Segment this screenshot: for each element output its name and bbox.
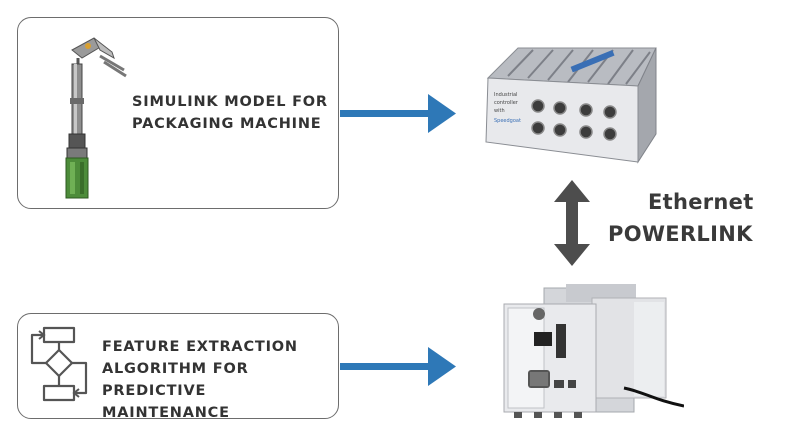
svg-text:Industrial: Industrial: [494, 92, 517, 98]
embedded-controller-image: Industrial controller with Speedgoat: [485, 47, 657, 164]
feature-extraction-label: FEATURE EXTRACTION ALGORITHM FOR PREDICT…: [102, 339, 298, 421]
flowchart-icon: [30, 326, 88, 402]
feature-extraction-box: FEATURE EXTRACTION ALGORITHM FOR PREDICT…: [17, 313, 339, 421]
powerlink-label: POWERLINK: [608, 222, 753, 246]
svg-text:with: with: [494, 108, 505, 114]
arrow-to-plc: [340, 347, 456, 386]
simulink-model-label: SIMULINK MODEL FOR PACKAGING MACHINE: [132, 94, 328, 132]
svg-text:Speedgoat: Speedgoat: [494, 118, 521, 124]
plc-controller-image: [494, 280, 684, 420]
arrow-to-controller: [340, 94, 456, 133]
ethernet-label: Ethernet: [648, 190, 754, 214]
double-arrow: [554, 180, 590, 266]
simulink-model-box: SIMULINK MODEL FOR PACKAGING MACHINE: [17, 17, 339, 209]
robotic-arm-icon: [65, 37, 127, 199]
svg-text:controller: controller: [494, 100, 519, 106]
